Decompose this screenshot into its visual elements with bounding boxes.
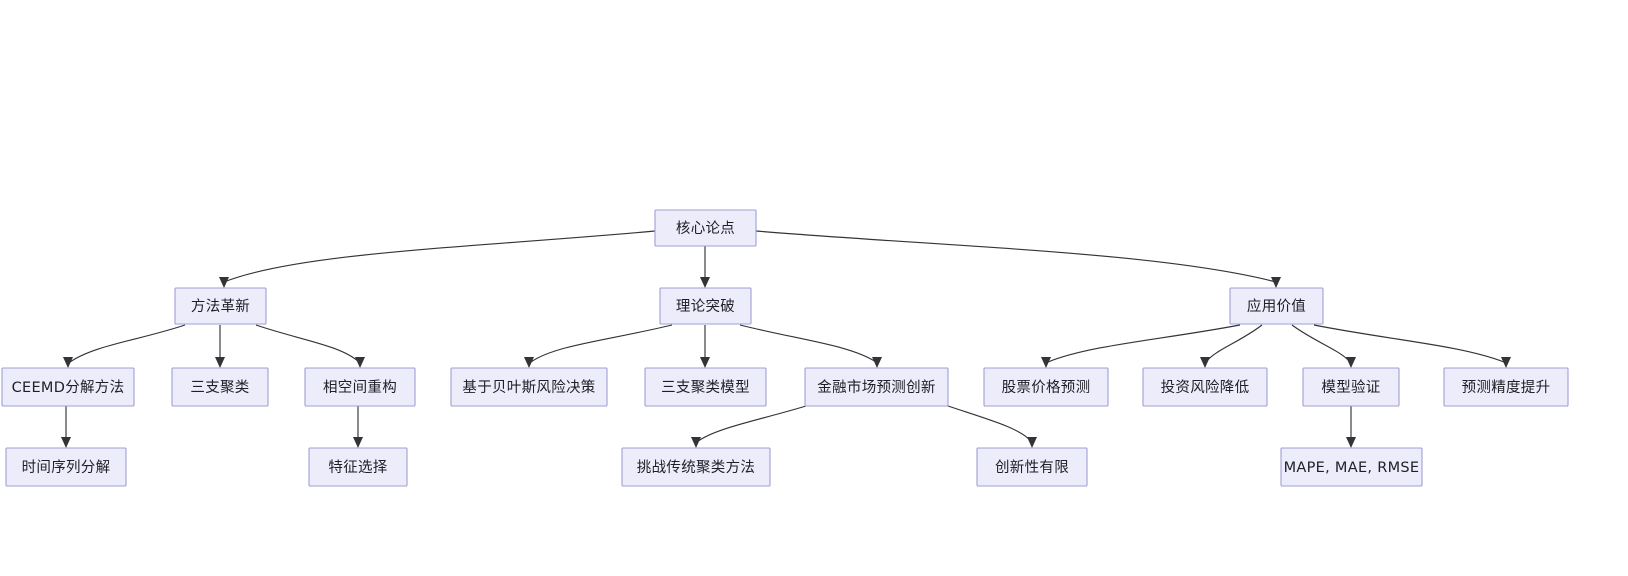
edge-model-validation-to-metrics <box>1346 406 1356 448</box>
edge-method-to-ceemd <box>63 324 186 368</box>
node-stock-price-prediction-label: 股票价格预测 <box>1002 379 1091 396</box>
node-bayesian-risk-decision[interactable]: 基于贝叶斯风险决策 <box>450 367 608 407</box>
node-theory-breakthrough[interactable]: 理论突破 <box>659 287 752 325</box>
node-ceemd-decomposition[interactable]: CEEMD分解方法 <box>1 367 135 407</box>
node-phase-space-reconstruction-label: 相空间重构 <box>323 379 397 396</box>
node-three-way-clustering-model-label: 三支聚类模型 <box>661 379 750 396</box>
node-ceemd-decomposition-label: CEEMD分解方法 <box>12 379 125 396</box>
node-layer: 核心论点 方法革新 理论突破 应用价值 CEEMD分解方法 <box>1 209 1569 487</box>
edge-layer <box>61 230 1511 448</box>
edge-market-prediction-to-limited-innovation <box>947 405 1037 448</box>
edge-application-to-model-validation <box>1291 324 1356 368</box>
edge-application-to-accuracy-improvement <box>1313 324 1511 368</box>
node-application-value[interactable]: 应用价值 <box>1229 287 1324 325</box>
node-challenge-traditional-clustering-label: 挑战传统聚类方法 <box>637 459 755 476</box>
edge-theory-to-clustering-model <box>700 325 710 368</box>
node-limited-innovation-label: 创新性有限 <box>995 459 1069 476</box>
node-phase-space-reconstruction[interactable]: 相空间重构 <box>304 367 416 407</box>
edge-method-to-phase-space <box>255 324 365 368</box>
node-financial-market-prediction-innovation-label: 金融市场预测创新 <box>817 379 935 396</box>
node-three-way-clustering[interactable]: 三支聚类 <box>171 367 269 407</box>
edge-phase-space-to-feature-selection <box>353 406 363 448</box>
node-model-validation[interactable]: 模型验证 <box>1302 367 1400 407</box>
node-feature-selection-label: 特征选择 <box>328 459 387 476</box>
edge-market-prediction-to-challenge-traditional <box>691 405 807 448</box>
node-core-thesis[interactable]: 核心论点 <box>654 209 757 247</box>
edge-root-to-method-innovation <box>219 230 656 288</box>
node-evaluation-metrics-label: MAPE, MAE, RMSE <box>1284 460 1420 476</box>
node-evaluation-metrics[interactable]: MAPE, MAE, RMSE <box>1280 447 1423 487</box>
node-theory-breakthrough-label: 理论突破 <box>676 298 735 315</box>
node-time-series-decomposition-label: 时间序列分解 <box>22 459 111 476</box>
node-three-way-clustering-label: 三支聚类 <box>190 379 249 396</box>
edge-theory-to-market-prediction <box>739 324 882 368</box>
node-financial-market-prediction-innovation[interactable]: 金融市场预测创新 <box>804 367 949 407</box>
edge-application-to-stock-prediction <box>1041 324 1241 368</box>
node-stock-price-prediction[interactable]: 股票价格预测 <box>983 367 1109 407</box>
node-method-innovation[interactable]: 方法革新 <box>174 287 267 325</box>
node-prediction-accuracy-improvement-label: 预测精度提升 <box>1462 379 1551 396</box>
edge-method-to-three-way-clustering <box>215 325 225 368</box>
node-prediction-accuracy-improvement[interactable]: 预测精度提升 <box>1443 367 1569 407</box>
node-three-way-clustering-model[interactable]: 三支聚类模型 <box>644 367 767 407</box>
node-application-value-label: 应用价值 <box>1247 297 1306 315</box>
edge-theory-to-bayesian-risk <box>524 324 673 368</box>
node-time-series-decomposition[interactable]: 时间序列分解 <box>5 447 127 487</box>
node-core-thesis-label: 核心论点 <box>676 220 735 237</box>
node-investment-risk-reduction-label: 投资风险降低 <box>1161 379 1250 396</box>
node-method-innovation-label: 方法革新 <box>191 298 250 315</box>
node-bayesian-risk-decision-label: 基于贝叶斯风险决策 <box>462 379 595 396</box>
node-feature-selection[interactable]: 特征选择 <box>308 447 408 487</box>
node-limited-innovation[interactable]: 创新性有限 <box>976 447 1088 487</box>
node-challenge-traditional-clustering[interactable]: 挑战传统聚类方法 <box>621 447 771 487</box>
node-investment-risk-reduction[interactable]: 投资风险降低 <box>1142 367 1268 407</box>
edge-ceemd-to-time-series-decomposition <box>61 406 71 448</box>
node-model-validation-label: 模型验证 <box>1321 379 1380 396</box>
edge-application-to-risk-reduction <box>1200 324 1263 368</box>
edge-root-to-application-value <box>755 230 1281 288</box>
edge-root-to-theory-breakthrough <box>700 246 710 288</box>
